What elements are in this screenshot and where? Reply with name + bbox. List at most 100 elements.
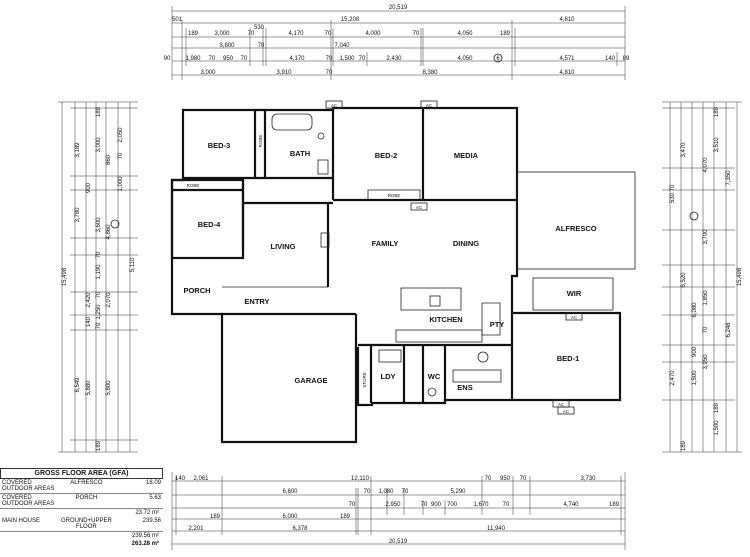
dim-right-18: 1,500 xyxy=(714,420,720,436)
dim-top-r4-0: 90 xyxy=(164,56,171,62)
dim-right-16: 2,470 xyxy=(670,370,676,386)
dim-right-0: 3,470 xyxy=(681,142,687,158)
dim-bot-r4-1: 6,000 xyxy=(282,514,298,520)
dim-top-r1-2: 4,810 xyxy=(559,17,575,23)
room-garage: GARAGE xyxy=(295,376,328,385)
dim-bot-r3-4: 700 xyxy=(447,502,458,508)
dim-top-r2-2: 70 xyxy=(248,31,255,37)
dim-left-6: 1,000 xyxy=(118,176,124,192)
room-porch: PORCH xyxy=(183,286,210,295)
dim-top-r2-7: 70 xyxy=(413,31,420,37)
gfa-area: MAIN HOUSE xyxy=(2,518,41,524)
dim-bot-r3-7: 4,740 xyxy=(563,502,579,508)
dim-right-1: 3,510 xyxy=(714,137,720,153)
dim-bot-r3-0: 70 xyxy=(349,502,356,508)
dim-top-r5-2: 70 xyxy=(326,70,333,76)
dim-top-r4-14: 89 xyxy=(623,56,630,62)
room-store: STORE xyxy=(362,372,367,387)
fireplace-icon xyxy=(320,232,330,248)
dim-left-16: 70 xyxy=(96,291,102,298)
dim-bot-r5-0: 2,201 xyxy=(188,526,204,532)
dim-top-r4-8: 70 xyxy=(359,56,366,62)
toilet-icon xyxy=(317,132,325,140)
left-dimensions: 15,498 3,189 189 3,000 2,050 70 860 1,00… xyxy=(58,101,138,453)
dim-bot-r1-4: 950 xyxy=(500,476,511,482)
ac-label-3: AC xyxy=(416,205,423,210)
grid-marker xyxy=(493,53,503,63)
room-dining: DINING xyxy=(453,239,479,248)
dim-bot-r3-3: 900 xyxy=(431,502,442,508)
ac-label-5: AC xyxy=(558,402,565,407)
dim-right-13: 900 xyxy=(692,346,698,357)
dim-bot-r1-6: 3,730 xyxy=(580,476,596,482)
room-living: LIVING xyxy=(270,242,295,251)
dim-left-5: 860 xyxy=(106,154,112,165)
dim-top-r2-0: 189 xyxy=(188,31,199,37)
dim-top-r2-8: 4,050 xyxy=(457,31,473,37)
dim-top-r4-3: 950 xyxy=(223,56,234,62)
dim-top-r5-4: 4,810 xyxy=(559,70,575,76)
grid-marker-left xyxy=(110,219,120,229)
dim-top-r2-3: 530 xyxy=(254,25,265,31)
dim-bot-r2-0: 6,600 xyxy=(282,489,298,495)
gfa-outdoor-total: 23.72 m² xyxy=(135,510,159,516)
dim-top-r4-10: 4,050 xyxy=(457,56,473,62)
ac-units: AC AC AC AC AC AC xyxy=(325,100,583,415)
gfa-main-total: 239.56 m² xyxy=(131,533,159,539)
dim-left-23: 189 xyxy=(96,440,102,451)
dim-right-2: 4,070 xyxy=(703,157,709,173)
dim-left-21: 5,880 xyxy=(86,380,92,396)
walls xyxy=(170,106,636,444)
dim-right-4: 7,350 xyxy=(726,170,732,186)
vanity-icon xyxy=(317,159,329,175)
room-media: MEDIA xyxy=(454,151,479,160)
dim-bot-r2-1: 70 xyxy=(364,489,371,495)
room-ens: ENS xyxy=(457,383,472,392)
dim-bot-r1-5: 70 xyxy=(520,476,527,482)
gfa-value: 239.56 xyxy=(142,518,161,524)
dim-right-overall: 15,498 xyxy=(737,267,743,286)
dim-right-9: 6,520 xyxy=(681,272,687,288)
gfa-name: PORCH xyxy=(75,495,98,501)
dim-bot-r4-2: 189 xyxy=(340,514,351,520)
dim-top-r4-6: 70 xyxy=(326,56,333,62)
dim-top-r4-2: 70 xyxy=(209,56,216,62)
dim-left-1: 189 xyxy=(96,106,102,117)
dim-left-7: 3,780 xyxy=(75,207,81,223)
dim-bot-r2-4: 5,290 xyxy=(450,489,466,495)
room-pty: PTY xyxy=(490,320,505,329)
dim-left-11: 5,110 xyxy=(130,257,136,272)
dim-left-12: 70 xyxy=(96,251,102,258)
dim-bot-r1-3: 70 xyxy=(485,476,492,482)
dim-left-20: 8,549 xyxy=(75,377,81,393)
dim-left-4: 70 xyxy=(118,152,124,159)
dim-left-17: 140 xyxy=(86,316,92,327)
laundry-tub-icon xyxy=(378,349,402,363)
room-wc: WC xyxy=(428,372,441,381)
room-family: FAMILY xyxy=(372,239,399,248)
dim-top-r2-9: 189 xyxy=(500,31,511,37)
dim-bot-r3-5: 1,670 xyxy=(473,502,489,508)
top-dimensions: 20,519 501 15,208 4,810 189 3,000 70 530… xyxy=(164,5,630,80)
dim-bot-r4-0: 189 xyxy=(210,514,221,520)
dim-bot-r3-8: 189 xyxy=(609,502,620,508)
room-bed-3: BED-3 xyxy=(208,141,231,150)
gfa-value: 18.09 xyxy=(145,480,161,486)
gfa-row: MAIN HOUSE GROUND+UPPER FLOOR 239.56 xyxy=(0,517,163,532)
dim-top-r3-2: 7,040 xyxy=(334,43,350,49)
dim-top-r4-11: 6 xyxy=(496,56,500,62)
ac-label-6: AC xyxy=(563,409,570,414)
ac-label-1: AC xyxy=(331,103,338,108)
gfa-row: COVERED OUTDOOR AREAS ALFRESCO 18.09 xyxy=(0,479,163,494)
dim-top-r5-3: 8,380 xyxy=(422,70,438,76)
dim-top-r4-4: 70 xyxy=(241,56,248,62)
room-bed-2: BED-2 xyxy=(375,151,398,160)
dim-left-15: 2,070 xyxy=(106,292,112,308)
gfa-area: COVERED OUTDOOR AREAS xyxy=(2,480,55,492)
dim-bot-r1-1: 2,061 xyxy=(193,476,209,482)
dim-bot-r3-6: 70 xyxy=(503,502,510,508)
dim-right-14: 3,950 xyxy=(703,354,709,370)
dim-bot-r5-1: 6,378 xyxy=(292,526,308,532)
dim-bot-r2-2: 1,080 xyxy=(378,489,394,495)
dim-bot-overall: 20,519 xyxy=(389,539,408,545)
